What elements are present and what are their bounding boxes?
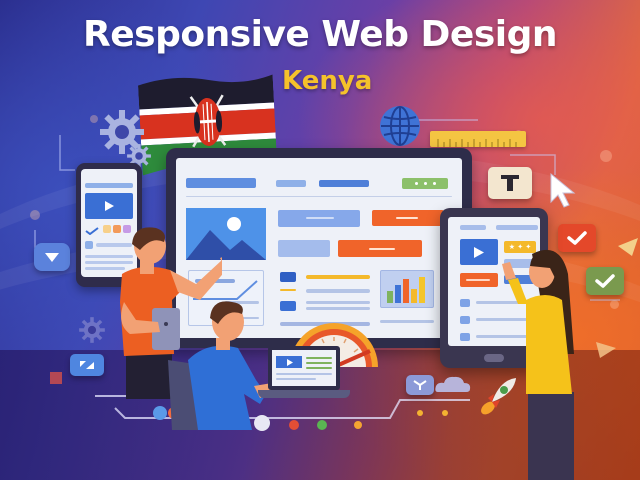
monitor-screen [176,158,462,338]
smartphone-device [76,163,142,287]
globe-icon [380,106,420,146]
bokeh-dot [600,150,612,162]
laptop-base [258,390,350,398]
share-icon [406,375,434,395]
tablet-device: ★ ✦ ✦ [440,208,548,368]
person-woman-yellow-sweater [502,249,574,480]
chart-bar [387,291,393,303]
checkmark-icon [586,267,624,295]
smartphone-screen [81,169,137,277]
image-icon [186,208,266,260]
bokeh-dot [90,115,98,123]
desktop-monitor [166,148,472,348]
nav-link [276,180,306,187]
checkmark-icon [85,227,99,235]
tablet-screen: ★ ✦ ✦ [448,217,540,346]
nav-link [319,180,369,187]
cloud-icon [435,376,471,392]
chart-bar [403,279,409,303]
arrow-icon [618,238,638,256]
ruler-icon [430,131,526,147]
content-block [278,240,330,257]
nav-logo-bar [186,178,256,188]
menu-dots-button [402,178,448,189]
rocket-icon [481,378,516,415]
dropdown-icon [34,243,70,271]
gear-icon [100,110,144,154]
arrow-icon [596,342,616,358]
play-icon [460,239,498,265]
rating-stars: ★ ✦ ✦ [504,241,536,253]
chart-bar [395,285,401,303]
gear-icon [79,317,105,343]
laptop-device [268,346,340,390]
page-subtitle: Kenya [282,66,373,96]
gear-icon [127,144,151,168]
play-icon [276,356,302,368]
person-man-orange-shirt [120,227,222,399]
bokeh-dot [30,210,40,220]
decorative-square [50,372,62,384]
chart-bar [419,277,425,303]
chart-bar [411,289,417,303]
bar-chart-icon [380,270,434,308]
cursor-icon [550,172,576,208]
edit-icon [70,354,104,376]
bokeh-dot [610,300,619,309]
page-title: Responsive Web Design [83,14,558,55]
home-button [484,354,504,362]
checkmark-icon [558,224,596,252]
play-icon [85,193,133,219]
text-tool-icon [488,167,532,199]
